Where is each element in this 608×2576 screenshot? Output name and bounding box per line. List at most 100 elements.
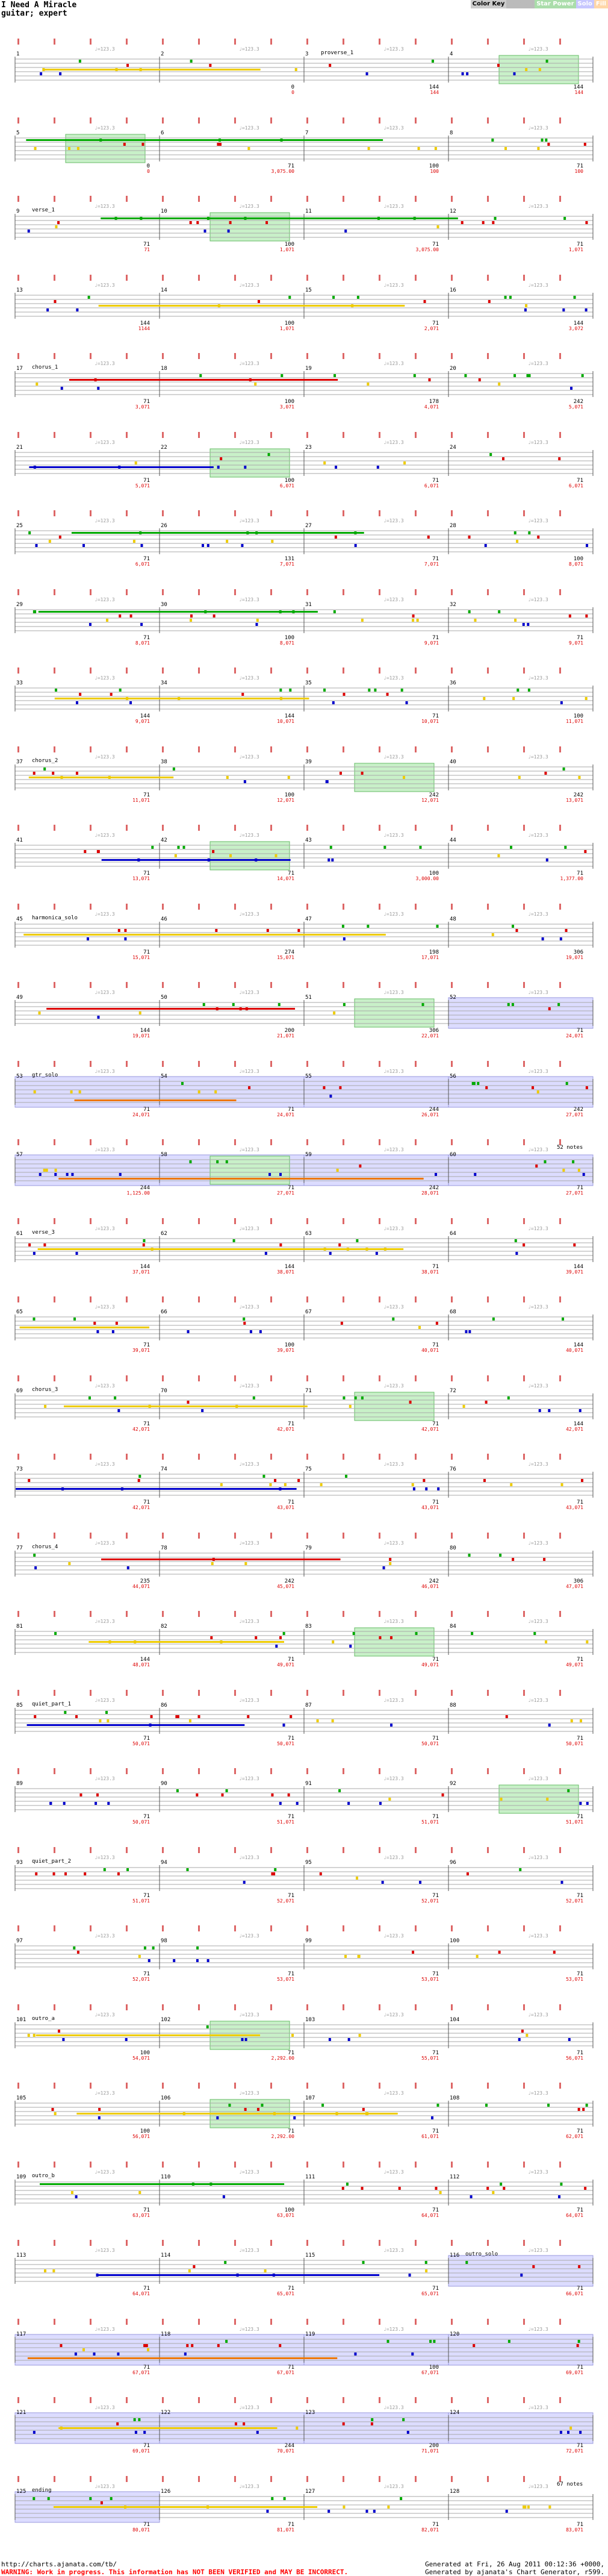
beat-marker	[17, 353, 19, 359]
beat-marker	[90, 667, 92, 674]
note	[577, 2108, 580, 2111]
beat-marker	[270, 2397, 272, 2403]
beat-marker	[270, 2475, 272, 2482]
note	[262, 1475, 265, 1478]
beat-marker	[17, 1296, 19, 1302]
note	[191, 2343, 194, 2347]
cumulative-score: 63,071	[277, 2213, 294, 2218]
note	[577, 1169, 580, 1172]
beat-marker	[90, 274, 92, 281]
measure-score: 144	[140, 1264, 150, 1270]
measure-number: 122	[161, 2410, 170, 2416]
note	[513, 531, 516, 534]
measure-score: 71	[143, 635, 150, 641]
beat-marker	[270, 1611, 272, 1617]
beat-marker	[379, 117, 380, 123]
beat-marker	[306, 1611, 308, 1617]
beat-marker	[198, 1768, 200, 1774]
note	[468, 610, 471, 613]
tempo-label: ♩=123.3	[239, 1069, 259, 1074]
note	[484, 544, 487, 547]
beat-marker	[270, 2083, 272, 2089]
measure-score: 71	[288, 2522, 294, 2528]
beat-marker	[379, 2475, 380, 2482]
beat-marker	[198, 2318, 200, 2325]
cumulative-score: 50,071	[421, 1741, 439, 1746]
beat-marker	[306, 431, 308, 438]
note	[431, 60, 434, 63]
tempo-label: ♩=123.3	[528, 518, 548, 524]
measure-score: 144	[285, 713, 294, 719]
beat-marker	[379, 1296, 380, 1302]
beat-marker	[306, 1060, 308, 1067]
measure-number: 77	[16, 1545, 23, 1551]
measure-number: 99	[305, 1938, 312, 1944]
beat-marker	[379, 2240, 380, 2246]
tempo-label: ♩=123.3	[95, 361, 115, 366]
note	[216, 2116, 219, 2119]
beat-marker	[54, 1768, 55, 1774]
measure-score: 71	[577, 2050, 583, 2056]
note	[470, 2195, 473, 2198]
beat-marker	[126, 1060, 128, 1067]
beat-marker	[487, 1846, 489, 1853]
note	[232, 1003, 235, 1006]
tempo-label: ♩=123.3	[383, 204, 404, 209]
cumulative-score: 43,071	[566, 1505, 583, 1510]
beat-marker	[126, 982, 128, 988]
beat-marker	[559, 825, 561, 831]
note	[500, 2182, 503, 2186]
beat-marker	[451, 2004, 453, 2010]
note	[334, 536, 337, 539]
note	[511, 1003, 514, 1006]
beat-marker	[17, 1925, 19, 1931]
measure-score: 144	[574, 84, 583, 90]
beat-marker	[415, 2161, 417, 2168]
beat-marker	[451, 1689, 453, 1696]
beat-marker	[523, 667, 525, 674]
beat-marker	[306, 2397, 308, 2403]
beat-marker	[270, 667, 272, 674]
note	[88, 622, 92, 626]
cumulative-score: 17,071	[421, 955, 439, 960]
note	[358, 2033, 361, 2037]
note	[256, 2431, 259, 2434]
beat-marker	[54, 196, 55, 202]
chart-url[interactable]: http://charts.ajanata.com/tb/	[1, 2560, 117, 2568]
beat-marker	[126, 2240, 128, 2246]
note	[117, 1872, 120, 1875]
note	[98, 2116, 101, 2119]
beat-marker	[162, 1925, 164, 1931]
tempo-label: ♩=123.3	[383, 1619, 404, 1624]
note	[33, 610, 36, 613]
measure-score: 100	[285, 242, 294, 248]
measure-number: 61	[16, 1231, 23, 1237]
note	[328, 2037, 331, 2041]
measure-score: 144	[140, 713, 150, 719]
note	[255, 622, 258, 626]
measure-number: 105	[16, 2095, 26, 2101]
beat-marker	[126, 274, 128, 281]
cumulative-score: 1,071	[280, 326, 294, 331]
cumulative-score: 24,071	[132, 1112, 150, 1118]
cumulative-score: 67,071	[277, 2370, 294, 2375]
beat-marker	[379, 1375, 380, 1381]
note	[249, 1330, 252, 1333]
note	[513, 374, 516, 377]
tempo-label: ♩=123.3	[239, 1933, 259, 1939]
tempo-label: ♩=123.3	[239, 1304, 259, 1310]
note	[504, 146, 507, 150]
beat-marker	[487, 1689, 489, 1696]
beat-marker	[487, 2004, 489, 2010]
beat-marker	[198, 39, 200, 45]
note	[84, 1872, 87, 1875]
note	[243, 780, 246, 783]
measure-number: 79	[305, 1545, 312, 1551]
section-label: chorus_2	[32, 758, 58, 764]
cumulative-score: 13,071	[132, 876, 150, 881]
section-label: ending	[32, 2487, 52, 2493]
tempo-label: ♩=123.3	[95, 1855, 115, 1860]
note	[354, 1396, 357, 1399]
beat-marker	[162, 431, 164, 438]
beat-marker	[17, 982, 19, 988]
